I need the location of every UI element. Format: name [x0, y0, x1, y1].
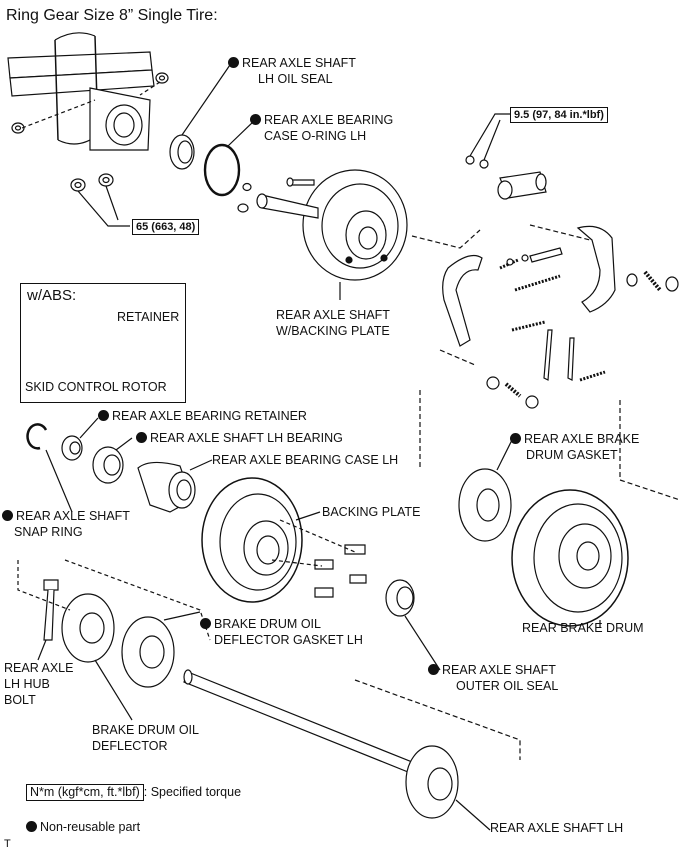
- legend-nonreusable: Non-reusable part: [26, 820, 140, 835]
- bolts-lower: [315, 545, 366, 597]
- nonreusable-icon: [228, 57, 239, 68]
- abs-heading: w/ABS:: [27, 287, 77, 304]
- snap-ring-leader: [46, 450, 72, 512]
- nonreusable-icon: [2, 510, 13, 521]
- label-shaft-wbp-2: W/BACKING PLATE: [276, 324, 390, 338]
- label-shaft-lh-bearing: REAR AXLE SHAFT LH BEARING: [136, 431, 343, 446]
- nonreusable-icon: [428, 664, 439, 675]
- label-outer-oil-seal: REAR AXLE SHAFT: [428, 663, 556, 678]
- backing-leader: [296, 512, 320, 520]
- brake-drum: [512, 490, 628, 626]
- bearing-case: [138, 462, 195, 512]
- o-ring: [205, 145, 239, 195]
- brake-shoe-right: [578, 226, 615, 312]
- case-leader: [190, 460, 212, 470]
- bolts-top: [238, 178, 314, 212]
- hold-down-springs-right: [627, 272, 678, 291]
- label-outer-oil-seal-2: OUTER OIL SEAL: [456, 679, 559, 693]
- dashed-alignment-bp: [272, 520, 355, 566]
- shaft-bearing: [93, 447, 123, 483]
- dashed-alignment-lower: [18, 560, 210, 640]
- bearing-retainer: [62, 436, 82, 460]
- abs-rotor-label: SKID CONTROL ROTOR: [25, 380, 167, 394]
- label-drum-gasket-2: DRUM GASKET: [526, 448, 618, 462]
- deflector: [62, 594, 114, 662]
- nonreusable-icon: [200, 618, 211, 629]
- dashed-alignment-shaft: [355, 680, 520, 760]
- label-bearing-retainer: REAR AXLE BEARING RETAINER: [98, 409, 307, 424]
- nonreusable-icon: [250, 114, 261, 125]
- outer-oil-seal: [386, 580, 414, 616]
- dashed-alignment-mid: [420, 350, 680, 500]
- wheel-cylinder: [466, 156, 546, 199]
- torque-leader-1: [78, 186, 130, 226]
- label-hub-bolt-2: LH HUB: [4, 677, 50, 691]
- adjuster-parts: [507, 248, 574, 380]
- label-lh-oil-seal-2: LH OIL SEAL: [258, 72, 333, 86]
- label-hub-bolt-3: BOLT: [4, 693, 36, 707]
- nonreusable-icon: [26, 821, 37, 832]
- nonreusable-icon: [98, 410, 109, 421]
- gasket-leader: [497, 440, 512, 470]
- oil-seal-top: [170, 135, 194, 169]
- abs-variant-box: w/ABS: RETAINER SKID CONTROL ROTOR: [20, 283, 186, 403]
- brake-shoe-left: [443, 256, 482, 346]
- shaft-lh-leader: [456, 800, 490, 830]
- torque-spec-1: 65 (663, 48): [132, 219, 200, 235]
- label-oring-2: CASE O-RING LH: [264, 129, 367, 143]
- label-lh-oil-seal: REAR AXLE SHAFT: [228, 56, 356, 71]
- backing-plate-lower: [202, 478, 302, 602]
- label-drum-gasket: REAR AXLE BRAKE: [510, 432, 639, 447]
- leaf-spring-assembly: [8, 33, 154, 150]
- bearing-leader: [116, 438, 132, 450]
- label-shaft-lh: REAR AXLE SHAFT LH: [490, 821, 624, 835]
- label-deflector-gasket-2: DEFLECTOR GASKET LH: [214, 633, 363, 647]
- label-deflector: BRAKE DRUM OIL: [92, 723, 199, 737]
- oring-leader: [228, 120, 255, 146]
- label-shaft-wbp: REAR AXLE SHAFT: [276, 308, 390, 322]
- label-snap-ring-2: SNAP RING: [14, 525, 83, 539]
- label-deflector-gasket: BRAKE DRUM OIL: [200, 617, 321, 632]
- label-deflector-2: DEFLECTOR: [92, 739, 168, 753]
- label-brake-drum: REAR BRAKE DRUM: [522, 621, 644, 635]
- springs: [500, 260, 605, 380]
- nonreusable-icon: [136, 432, 147, 443]
- deflector-leader: [95, 660, 132, 720]
- label-bearing-case-lh: REAR AXLE BEARING CASE LH: [212, 453, 399, 467]
- deflector-gasket-leader: [164, 612, 200, 620]
- deflector-gasket: [122, 617, 174, 687]
- label-oring: REAR AXLE BEARING: [250, 113, 393, 128]
- abs-retainer-label: RETAINER: [117, 310, 180, 324]
- page-title: Ring Gear Size 8” Single Tire:: [6, 7, 218, 24]
- dashed-alignment-top: [412, 225, 590, 248]
- hub-bolt-leader: [38, 640, 46, 660]
- outer-seal-leader: [405, 616, 440, 670]
- drum-gasket: [459, 469, 511, 541]
- seal-leader: [182, 62, 232, 135]
- legend-torque: N*m (kgf*cm, ft.*lbf): Specified torque: [26, 784, 241, 801]
- hold-down-springs-bottom: [487, 377, 538, 408]
- dashed-alignment-1: [22, 82, 160, 128]
- rear-axle-shaft: [184, 670, 458, 818]
- corner-mark: T: [4, 838, 11, 850]
- hub-bolt: [44, 580, 58, 640]
- nonreusable-icon: [510, 433, 521, 444]
- retainer-leader: [80, 418, 98, 438]
- torque-leader-2: [470, 114, 510, 160]
- label-snap-ring: REAR AXLE SHAFT: [2, 509, 130, 524]
- label-backing-plate: BACKING PLATE: [322, 505, 421, 519]
- legend-torque-box: N*m (kgf*cm, ft.*lbf): [26, 784, 144, 801]
- nuts-left: [12, 73, 168, 191]
- label-hub-bolt: REAR AXLE: [4, 661, 74, 675]
- snap-ring: [28, 424, 46, 448]
- torque-spec-2: 9.5 (97, 84 in.*lbf): [510, 107, 608, 123]
- axle-backing-plate-top: [257, 170, 407, 280]
